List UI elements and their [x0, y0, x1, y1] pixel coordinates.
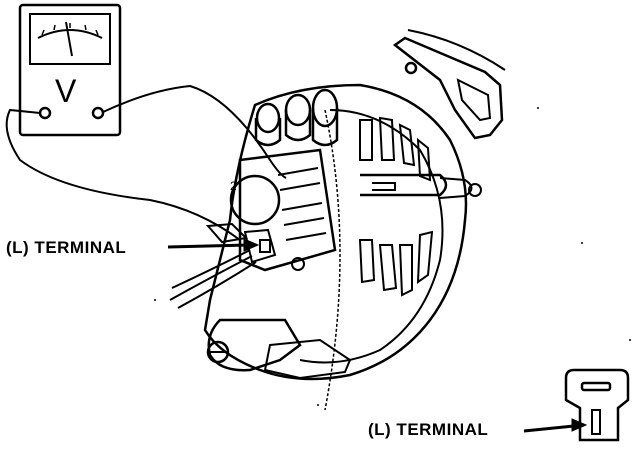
voltmeter-case	[18, 3, 122, 137]
lead-negative	[5, 108, 241, 241]
shaft-key	[372, 182, 396, 191]
inset-connector-slot-l	[591, 409, 601, 435]
probe-tip	[205, 222, 249, 244]
voltmeter-needle	[65, 21, 73, 57]
housing-inner-ring	[299, 109, 444, 364]
belt	[324, 109, 341, 411]
voltmeter-scale	[37, 29, 103, 39]
test-leads	[5, 84, 287, 241]
harness-wire-3	[177, 261, 257, 309]
rear-cap-mark: 2	[230, 179, 237, 193]
pulley-shaft	[360, 173, 448, 197]
mounting-ear	[207, 318, 302, 372]
rear-cap	[229, 174, 281, 226]
voltmeter-terminal-negative	[38, 106, 52, 120]
l-terminal-label-inset: (L) TERMINAL	[368, 420, 489, 439]
rectifier-slots	[277, 167, 327, 241]
voltmeter-dial-window	[29, 13, 111, 65]
inset-connector-body	[564, 368, 630, 442]
lead-positive	[102, 84, 287, 179]
lower-bracket	[263, 338, 352, 380]
main-label-leader	[167, 243, 249, 249]
connector-pin	[259, 239, 271, 253]
rectifier-plate	[238, 148, 337, 272]
harness-wire-1	[171, 249, 251, 289]
inset-connector	[564, 368, 630, 442]
inset-label-leader	[523, 424, 575, 433]
wire-top	[407, 29, 506, 71]
alternator: 2	[169, 29, 506, 411]
inset-connector-slot-top	[580, 381, 612, 392]
voltmeter-scale-ticks	[41, 23, 99, 36]
voltmeter	[18, 3, 122, 137]
cooling-fins	[358, 116, 434, 297]
shaft-center	[468, 183, 482, 197]
harness-wire-2	[169, 255, 253, 301]
main-label-arrowhead	[243, 238, 260, 252]
adjusting-arm	[392, 36, 504, 140]
housing-outline	[203, 83, 468, 381]
regulator-bosses	[254, 88, 339, 147]
voltmeter-terminal-positive	[91, 106, 105, 120]
arm-bolt-hole	[404, 61, 418, 75]
connector-screw	[291, 257, 305, 271]
adjusting-slot	[456, 78, 492, 122]
voltmeter-unit-symbol: V	[55, 73, 77, 109]
shaft-nut	[439, 177, 473, 199]
connector-housing	[243, 228, 277, 264]
l-terminal-label-main: (L) TERMINAL	[6, 238, 127, 257]
print-specks	[154, 107, 631, 406]
